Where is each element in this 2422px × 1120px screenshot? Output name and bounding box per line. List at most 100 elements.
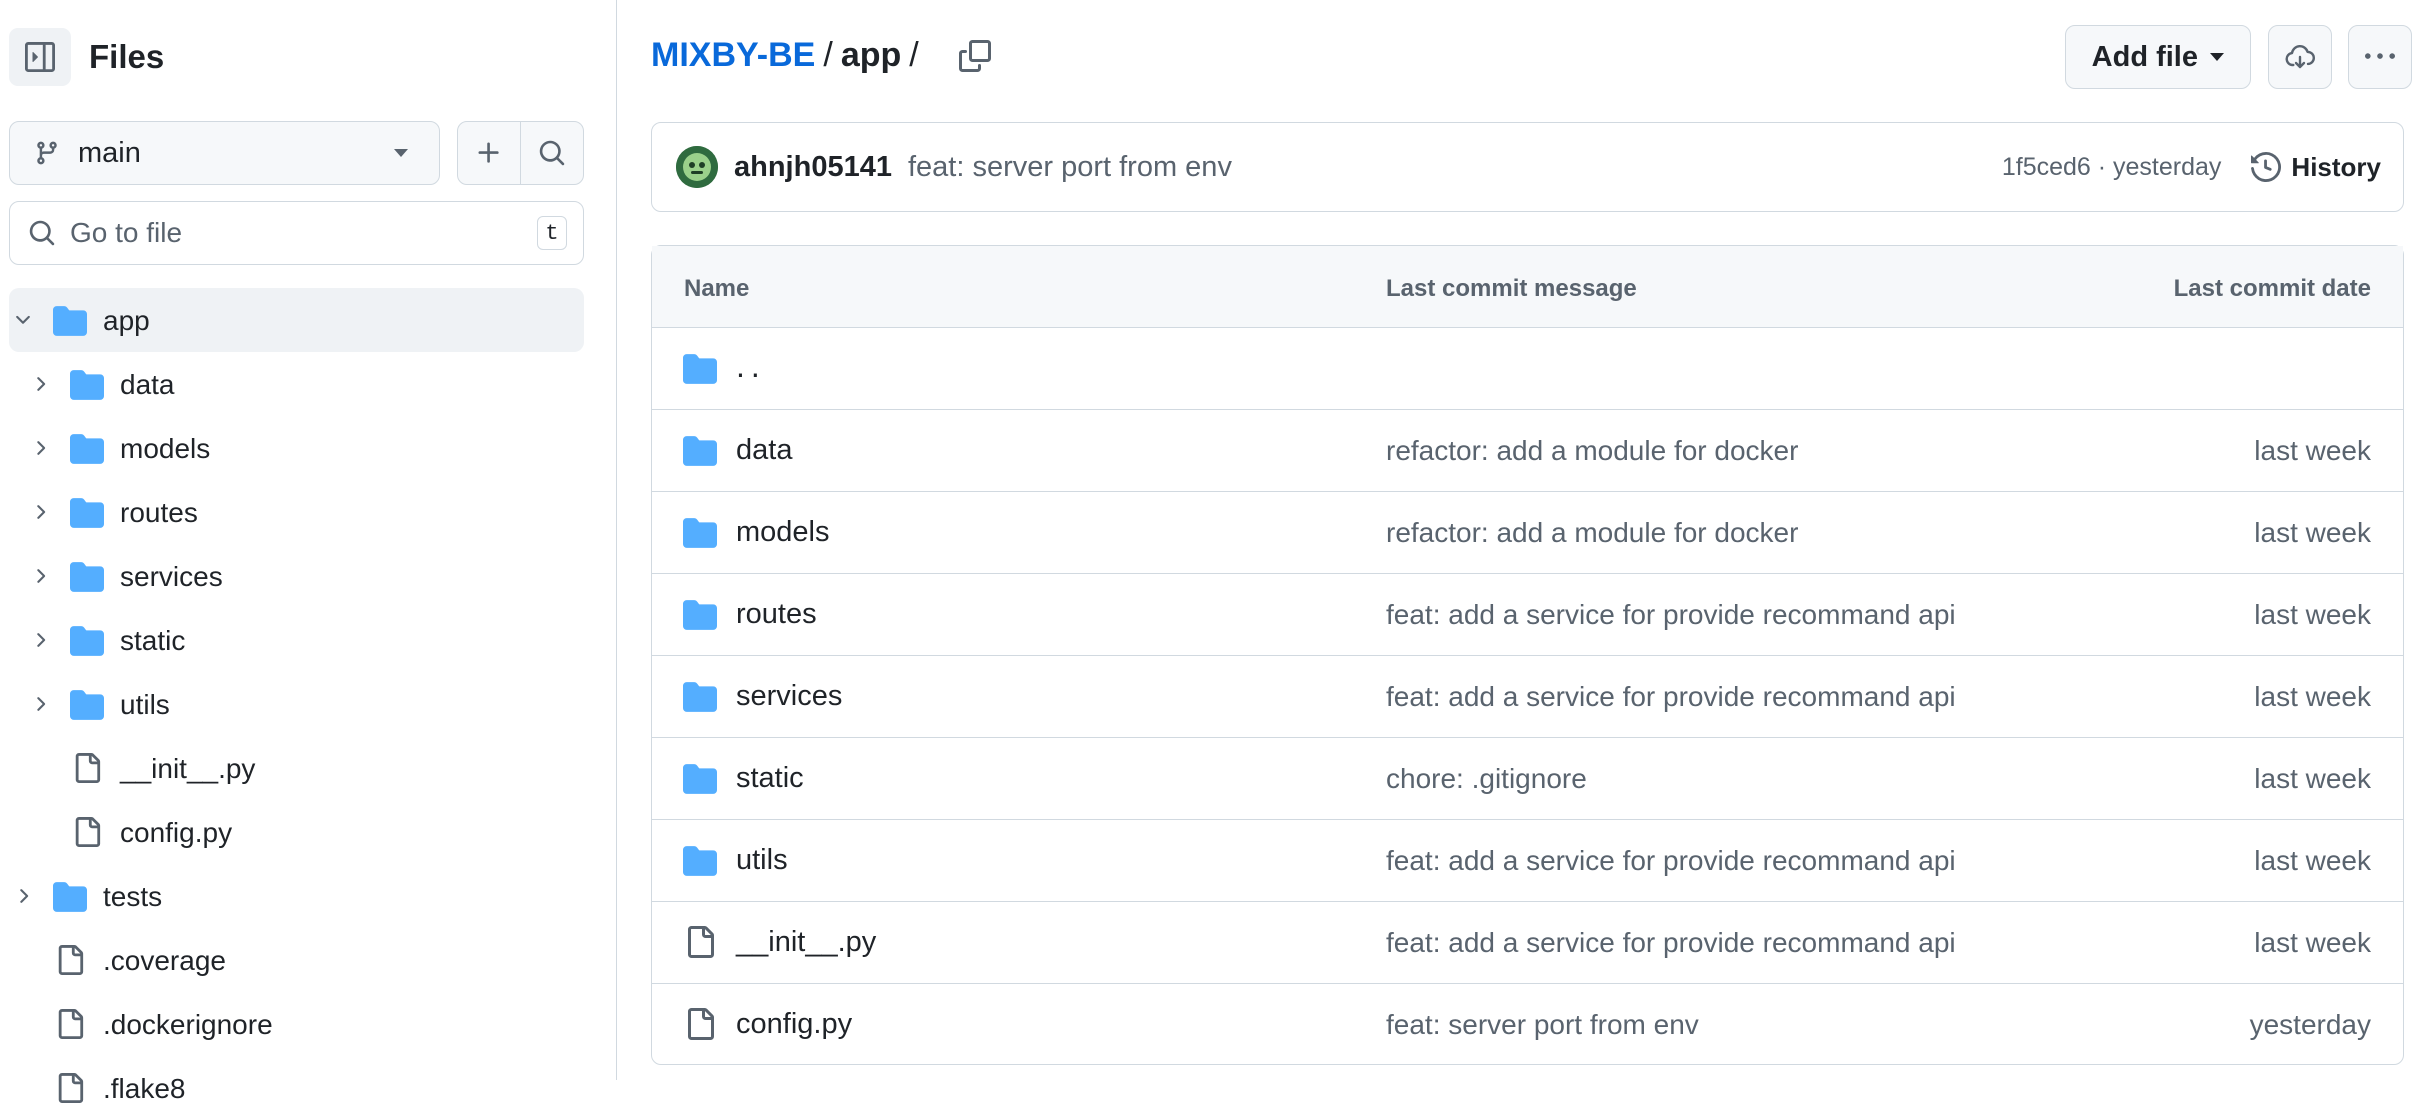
history-icon (2251, 151, 2282, 183)
add-file-dropdown-button[interactable]: Add file (2064, 25, 2251, 89)
table-row[interactable]: models refactor: add a module for docker l… (652, 492, 2403, 574)
folder-icon (53, 306, 87, 336)
tree-item-data[interactable]: data (9, 352, 584, 416)
file-name-link[interactable]: __init__.py (736, 926, 877, 958)
cloud-code-button[interactable] (2268, 25, 2332, 89)
add-file-label: Add file (2091, 40, 2198, 73)
commit-hash-time[interactable]: 1f5ced6 · yesterday (2001, 152, 2222, 181)
search-icon (29, 220, 55, 246)
commit-right: 1f5ced6 · yesterday History (2002, 152, 2381, 183)
tree-item-label: static (120, 625, 186, 656)
branch-selector[interactable]: main (9, 121, 440, 185)
commit-date: yesterday (2249, 1009, 2371, 1040)
copy-path-button[interactable] (958, 39, 991, 72)
folder-icon (70, 434, 104, 464)
table-row[interactable]: utils feat: add a service for provide rec… (652, 820, 2403, 902)
file-name-link[interactable]: services (736, 680, 843, 712)
tree-item-coverage[interactable]: .coverage (9, 928, 584, 992)
tree-item-app[interactable]: app (9, 288, 584, 352)
commit-date: last week (2254, 435, 2371, 466)
table-row[interactable]: services feat: add a service for provide … (652, 656, 2403, 738)
commit-date: last week (2254, 763, 2371, 794)
tree-item-routes[interactable]: routes (9, 480, 584, 544)
collapse-sidebar-button[interactable] (9, 28, 71, 86)
file-icon (75, 817, 101, 847)
commit-date: last week (2254, 517, 2371, 548)
table-row[interactable]: data refactor: add a module for docker las… (652, 410, 2403, 492)
tree-item-init-py[interactable]: __init__.py (9, 736, 584, 800)
folder-icon (683, 764, 717, 794)
tree-item-models[interactable]: models (9, 416, 584, 480)
breadcrumb-repo-link[interactable]: MIXBY-BE (651, 36, 816, 74)
tree-item-utils[interactable]: utils (9, 672, 584, 736)
plus-icon (478, 142, 499, 163)
commit-date: last week (2254, 599, 2371, 630)
file-name-link[interactable]: routes (736, 598, 817, 630)
file-name-link[interactable]: config.py (736, 1008, 853, 1040)
tree-item-label: utils (120, 689, 170, 720)
column-name: Name (684, 275, 750, 302)
commit-message-link[interactable]: feat: add a service for provide recomman… (1386, 681, 1956, 712)
commit-message-link[interactable]: refactor: add a module for docker (1386, 435, 1799, 466)
kebab-horizontal-icon (2365, 53, 2395, 59)
chevron-right-icon (37, 633, 46, 647)
chevron-down-icon (16, 315, 30, 324)
author-avatar[interactable] (676, 146, 718, 188)
breadcrumb-current-dir: app (840, 36, 902, 74)
table-row[interactable]: static chore: .gitignore last week (652, 738, 2403, 820)
tree-item-flake8[interactable]: .flake8 (9, 1056, 584, 1120)
commit-message-link[interactable]: chore: .gitignore (1386, 763, 1587, 794)
commit-date: last week (2254, 927, 2371, 958)
tree-item-services[interactable]: services (9, 544, 584, 608)
top-actions: Add file (2064, 25, 2412, 89)
go-to-file-input[interactable]: Go to file t (9, 201, 584, 265)
avatar-icon (676, 146, 718, 188)
file-icon (688, 926, 714, 958)
table-row[interactable]: __init__.py feat: add a service for provi… (652, 902, 2403, 984)
table-row[interactable]: routes feat: add a service for provide re… (652, 574, 2403, 656)
keyboard-shortcut-hint: t (537, 216, 567, 250)
table-header: Name Last commit message Last commit dat… (652, 246, 2403, 328)
caret-down-icon (394, 149, 408, 157)
search-code-button[interactable] (520, 122, 583, 184)
tree-item-label: models (120, 433, 211, 464)
tree-item-tests[interactable]: tests (9, 864, 584, 928)
file-name-link[interactable]: models (736, 516, 830, 548)
commit-author-link[interactable]: ahnjh05141 (734, 150, 892, 183)
folder-icon (683, 682, 717, 712)
parent-directory-link[interactable]: .. (736, 348, 766, 384)
folder-icon (53, 882, 87, 912)
chevron-right-icon (37, 697, 46, 711)
parent-directory-row[interactable]: .. (652, 328, 2403, 410)
file-icon (58, 1009, 84, 1039)
file-name-link[interactable]: static (736, 762, 804, 794)
tree-item-label: services (120, 561, 223, 592)
commit-message-link[interactable]: feat: add a service for provide recomman… (1386, 599, 1956, 630)
add-file-button[interactable] (458, 122, 520, 184)
commit-message-link[interactable]: feat: server port from env (907, 150, 1232, 183)
table-row[interactable]: config.py feat: server port from env yeste… (652, 984, 2403, 1066)
file-icon (58, 1073, 84, 1103)
commit-message-link[interactable]: feat: server port from env (1386, 1009, 1699, 1040)
tree-item-config-py[interactable]: config.py (9, 800, 584, 864)
folder-icon (683, 518, 717, 548)
file-name-link[interactable]: utils (736, 844, 788, 876)
file-icon (58, 945, 84, 975)
more-options-button[interactable] (2348, 25, 2412, 89)
folder-icon (70, 626, 104, 656)
commit-message-link[interactable]: refactor: add a module for docker (1386, 517, 1799, 548)
breadcrumb-separator: / (909, 36, 919, 74)
tree-item-static[interactable]: static (9, 608, 584, 672)
sidebar-header: Files (9, 28, 164, 86)
tree-item-label: config.py (120, 817, 233, 848)
history-button[interactable]: History (2251, 152, 2381, 183)
commit-message-link[interactable]: feat: add a service for provide recomman… (1386, 927, 1956, 958)
tree-item-dockerignore[interactable]: .dockerignore (9, 992, 584, 1056)
file-name-link[interactable]: data (736, 434, 793, 466)
branch-name: main (78, 136, 141, 169)
chevron-right-icon (37, 505, 46, 519)
commit-date: last week (2254, 681, 2371, 712)
commit-date: last week (2254, 845, 2371, 876)
commit-message-link[interactable]: feat: add a service for provide recomman… (1386, 845, 1956, 876)
